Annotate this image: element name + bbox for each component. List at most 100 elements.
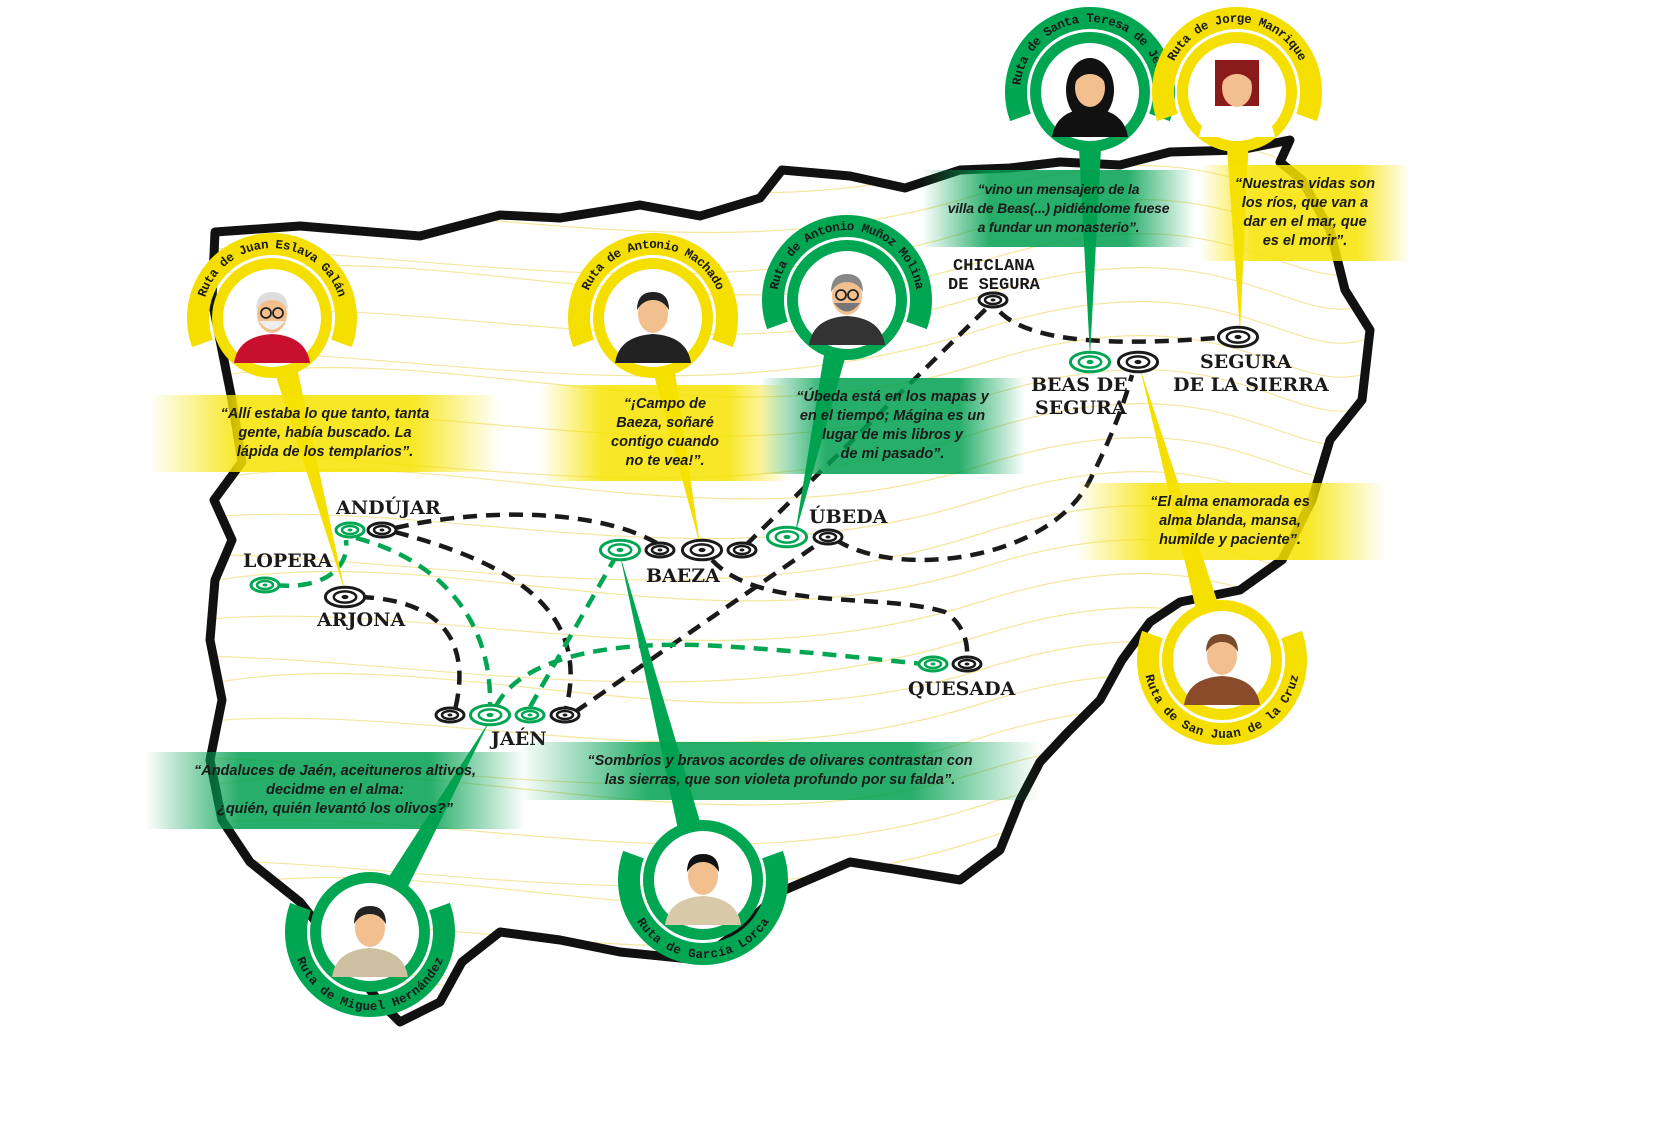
quote-line: “Andaluces de Jaén, aceituneros altivos, xyxy=(193,763,477,779)
green-dashed-route xyxy=(355,535,493,706)
quote-line: “Allí estaba lo que tanto, tanta xyxy=(220,406,430,422)
quote-line: “Úbeda está en los mapas y xyxy=(796,389,989,405)
quote-manrique: “Nuestras vidas son los ríos, que van a da… xyxy=(1200,165,1410,261)
black-location-target-icon[interactable] xyxy=(1116,350,1160,374)
route-label-band xyxy=(1152,7,1322,122)
city-label-arjona: ARJONA xyxy=(316,609,405,631)
quote-line: humilde y paciente”. xyxy=(1159,532,1301,548)
portrait-santa-teresa-icon xyxy=(1052,58,1128,137)
black-location-target-icon[interactable] xyxy=(726,541,758,559)
contour-line xyxy=(210,267,1370,336)
quote-line: lápida de los templarios”. xyxy=(236,444,414,460)
green-location-target-icon[interactable] xyxy=(249,576,281,594)
quote-line: es el morir”. xyxy=(1262,233,1348,249)
quote-sanjuan: “El alma enamorada es alma blanda, mansa,… xyxy=(1075,483,1385,560)
quote-line: dar en el mar, que xyxy=(1243,214,1367,230)
black-location-target-icon[interactable] xyxy=(549,706,581,724)
portrait-antonio-munoz-molina-icon xyxy=(809,274,885,345)
quote-eslava: “Allí estaba lo que tanto, tanta gente, h… xyxy=(150,395,500,472)
portrait-antonio-machado-icon xyxy=(615,292,691,363)
green-location-target-icon[interactable] xyxy=(514,706,546,724)
contour-line xyxy=(210,233,1370,296)
black-dashed-route xyxy=(394,529,573,713)
black-dashed-route xyxy=(573,535,830,714)
quote-line: alma blanda, mansa, xyxy=(1159,513,1301,529)
portrait-machado[interactable]: Ruta de Antonio Machado xyxy=(568,233,738,378)
green-location-target-icon[interactable] xyxy=(1068,350,1112,374)
quote-line: “El alma enamorada es xyxy=(1150,494,1310,510)
route-label-band xyxy=(762,215,932,330)
black-location-target-icon[interactable] xyxy=(644,541,676,559)
portrait-eslava[interactable]: Ruta de Juan Eslava Galán xyxy=(187,233,357,378)
contour-line xyxy=(210,301,1370,377)
black-dashed-route xyxy=(834,374,1135,563)
city-label-lopera: LOPERA xyxy=(243,550,332,572)
black-location-target-icon[interactable] xyxy=(812,528,844,546)
quote-lorca: “Sombríos y bravos acordes de olivares c… xyxy=(520,742,1040,800)
portrait-teresa[interactable]: Ruta de Santa Teresa de Jesús xyxy=(1005,7,1175,152)
portrait-jorge-manrique-icon xyxy=(1199,60,1275,137)
quote-line: ¿quién, quién levantó los olivos?” xyxy=(216,801,454,817)
portrait-lorca[interactable]: Ruta de García Lorca xyxy=(618,820,788,965)
green-location-target-icon[interactable] xyxy=(334,521,366,539)
black-location-target-icon[interactable] xyxy=(434,706,466,724)
city-label-segura-line2: DE LA SIERRA xyxy=(1173,374,1329,396)
black-dashed-route xyxy=(710,558,970,659)
quote-line: las sierras, que son violeta profundo po… xyxy=(604,772,956,788)
pin-pointer xyxy=(620,555,717,884)
city-label-chiclana-line1: CHICLANA xyxy=(953,257,1035,276)
portrait-miguel-hernandez-icon xyxy=(332,906,408,977)
black-location-target-icon[interactable] xyxy=(366,521,398,539)
black-location-target-icon[interactable] xyxy=(951,655,983,673)
quote-line: los ríos, que van a xyxy=(1241,195,1369,211)
city-label-chiclana-line2: DE SEGURA xyxy=(948,276,1041,295)
location-markers xyxy=(249,291,1260,727)
route-label-band xyxy=(568,233,738,348)
black-dashed-route xyxy=(359,594,462,711)
quote-line: decidme en el alma: xyxy=(266,782,404,798)
portrait-munoz[interactable]: Ruta de Antonio Muñoz Molina xyxy=(762,215,932,360)
portrait-garcia-lorca-icon xyxy=(665,854,741,925)
quote-line: de mi pasado”. xyxy=(840,446,945,462)
route-paths xyxy=(274,300,1229,714)
black-dashed-route xyxy=(998,310,1229,344)
green-dashed-route xyxy=(274,539,349,589)
route-label-band xyxy=(187,233,357,348)
route-label-band xyxy=(618,850,788,965)
black-location-target-icon[interactable] xyxy=(680,538,724,562)
portrait-san-juan-de-la-cruz-icon xyxy=(1184,634,1260,705)
portrait-sanjuan[interactable]: Ruta de San Juan de la Cruz xyxy=(1137,600,1307,745)
quote-line: a fundar un monasterio”. xyxy=(977,219,1140,235)
route-label-band xyxy=(285,902,455,1017)
quote-munoz: “Úbeda está en los mapas y en el tiempo; … xyxy=(760,378,1025,474)
portrait-manrique[interactable]: Ruta de Jorge Manrique xyxy=(1152,7,1322,152)
green-dashed-route xyxy=(494,642,925,708)
city-label-baeza: BAEZA xyxy=(646,565,720,587)
green-location-target-icon[interactable] xyxy=(917,655,949,673)
quote-line: “vino un mensajero de la xyxy=(977,181,1140,197)
city-label-andujar: ANDÚJAR xyxy=(335,496,441,519)
route-label-band xyxy=(1137,630,1307,745)
quote-line: no te vea!”. xyxy=(625,453,705,469)
black-dashed-route xyxy=(394,512,662,547)
quote-line: en el tiempo; Mágina es un xyxy=(799,408,986,424)
black-location-target-icon[interactable] xyxy=(323,585,367,609)
city-label-quesada: QUESADA xyxy=(908,678,1016,700)
city-label-beas-line2: SEGURA xyxy=(1035,397,1127,419)
black-location-target-icon[interactable] xyxy=(977,291,1009,309)
green-location-target-icon[interactable] xyxy=(765,525,809,549)
portrait-juan-eslava-galan-icon xyxy=(234,292,310,363)
city-labels: ANDÚJAR LOPERA ARJONA JAÉN BAEZA ÚBEDA Q… xyxy=(243,257,1329,750)
city-label-segura-line1: SEGURA xyxy=(1200,351,1292,373)
green-location-target-icon[interactable] xyxy=(598,538,642,562)
quote-line: “¡Campo de xyxy=(623,396,707,412)
quote-line: “Nuestras vidas son xyxy=(1234,176,1376,192)
green-location-target-icon[interactable] xyxy=(468,703,512,727)
black-location-target-icon[interactable] xyxy=(1216,325,1260,349)
quote-line: gente, había buscado. La xyxy=(238,425,412,441)
green-dashed-route xyxy=(528,556,617,709)
city-label-beas-line1: BEAS DE xyxy=(1031,374,1128,396)
